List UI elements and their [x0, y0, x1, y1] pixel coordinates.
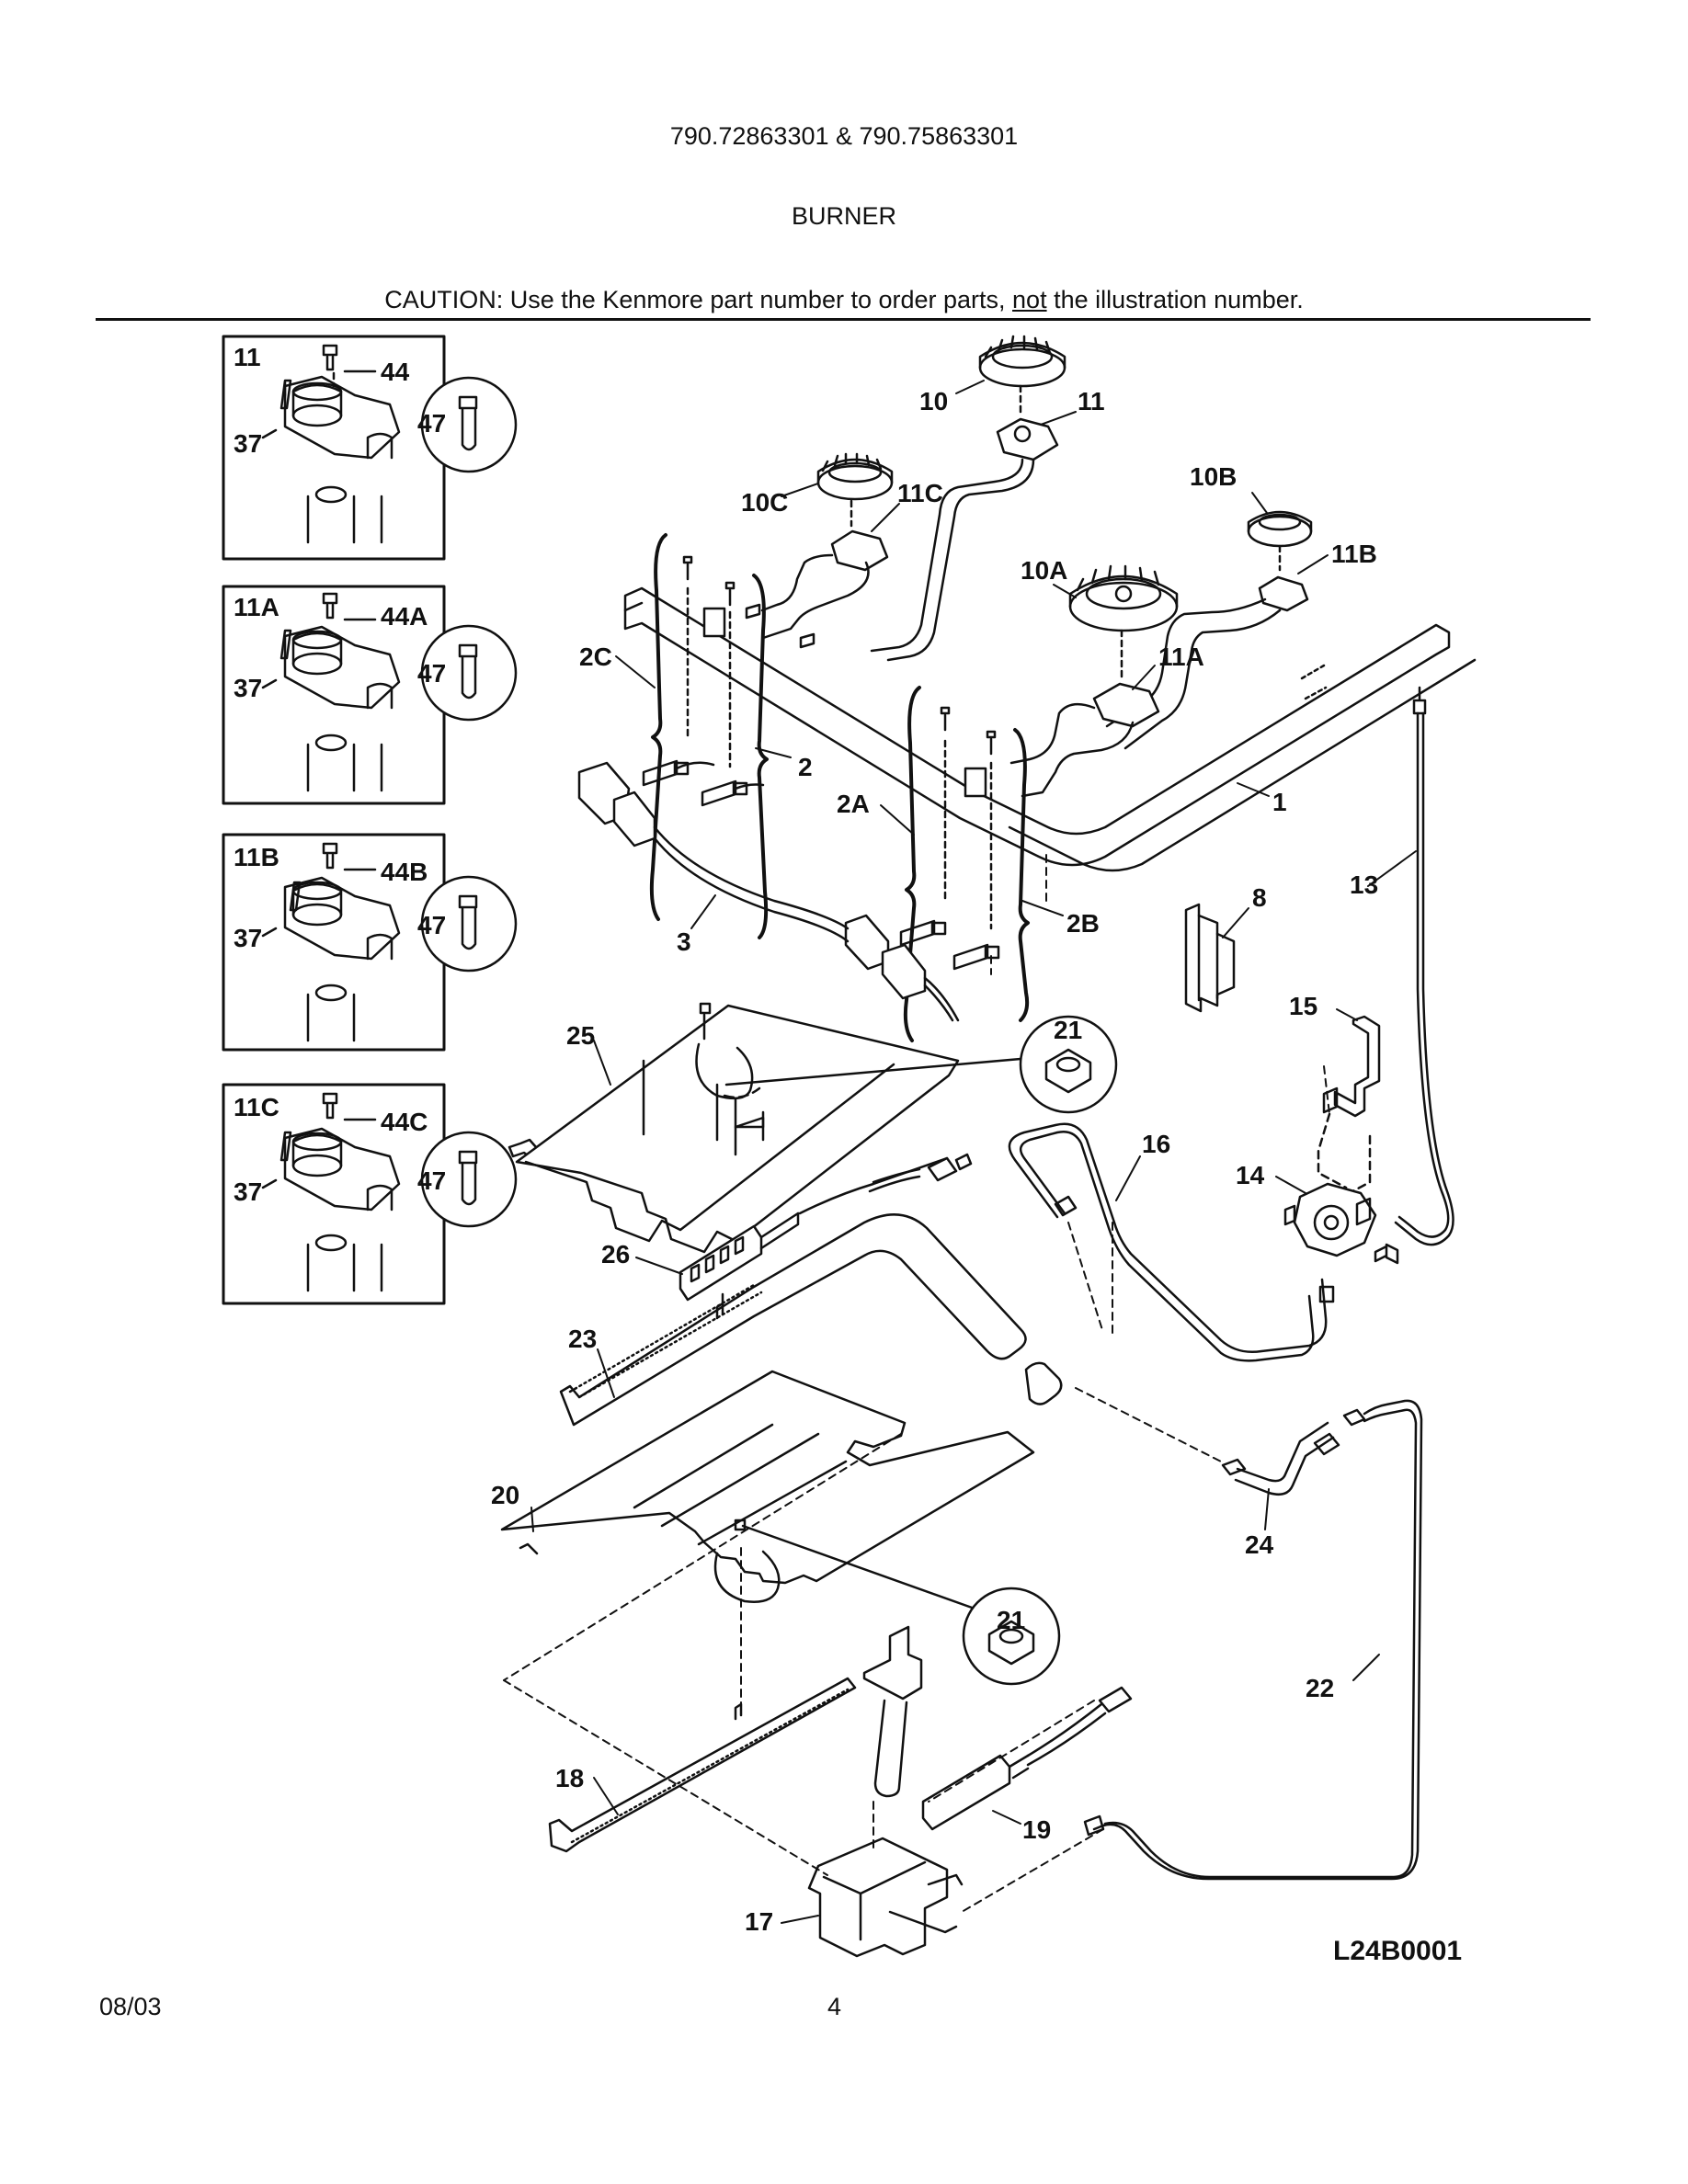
inset-bolt-11: 37 [234, 429, 262, 458]
burner-head-10c [816, 452, 894, 528]
bracket-15 [1317, 1015, 1381, 1197]
valve-group-2c-2 [642, 533, 769, 939]
caution-text-end: the illustration number. [1046, 286, 1304, 313]
callout-19: 19 [1022, 1815, 1051, 1844]
inset-bolt-11c: 37 [234, 1177, 262, 1206]
callout-2: 2 [798, 753, 813, 781]
inset-11a [222, 585, 518, 805]
callout-11c: 11C [897, 479, 943, 507]
locknut-callout-21b [741, 1524, 1061, 1686]
callout-11a: 11A [1158, 643, 1204, 671]
orifice-holder-11a [1009, 682, 1160, 798]
assembly-guide-lines [503, 854, 1330, 1913]
callout-3: 3 [677, 927, 691, 956]
igniter-19 [921, 1686, 1133, 1831]
callout-24: 24 [1245, 1530, 1274, 1559]
pressure-regulator-14 [1283, 1182, 1377, 1257]
revision-date: 08/03 [99, 1993, 162, 2020]
callout-14: 14 [1236, 1161, 1265, 1189]
burner-head-10 [978, 335, 1066, 417]
callout-16: 16 [1142, 1130, 1170, 1158]
callout-13: 13 [1350, 870, 1378, 899]
caution-text-start: CAUTION: Use the Kenmore part number to … [384, 286, 1013, 313]
inset-title-11b: 11B [234, 843, 279, 871]
inset-detail-11c: 47 [417, 1166, 446, 1195]
burner-shield-25 [508, 1002, 960, 1254]
callout-22: 22 [1306, 1674, 1334, 1702]
callout-21-upper: 21 [1054, 1016, 1082, 1044]
inset-detail-11a: 47 [417, 659, 446, 688]
bake-burner-18 [548, 1625, 923, 1853]
inset-title-11: 11 [234, 343, 261, 371]
valve-group-2a-2b [899, 686, 1030, 1042]
inset-screw-11b: 44B [381, 858, 428, 886]
model-numbers: 790.72863301 & 790.75863301 [669, 122, 1019, 150]
callout-10: 10 [919, 387, 948, 415]
locknut-callout-21a [724, 1015, 1118, 1114]
wire-harness-3 [577, 761, 960, 1022]
callout-11b: 11B [1331, 540, 1377, 568]
caution-emphasis: not [1012, 286, 1047, 313]
inset-title-11c: 11C [234, 1093, 279, 1121]
callout-26: 26 [601, 1240, 630, 1268]
leader-lines [530, 380, 1417, 1924]
callout-2b: 2B [1066, 909, 1100, 938]
callout-23: 23 [568, 1325, 597, 1353]
callout-labels: 10 11 10C 11C 10B 11B 10A 11A 2C 2 2A 2B… [491, 387, 1378, 1936]
gas-tube-16 [1008, 1122, 1335, 1362]
callout-15: 15 [1289, 992, 1317, 1020]
callout-8: 8 [1252, 883, 1267, 912]
callout-17: 17 [745, 1907, 773, 1936]
callout-21-lower: 21 [997, 1606, 1025, 1634]
callout-2a: 2A [837, 790, 870, 818]
inset-labels: 11 44 37 47 11A 44A 37 47 11B 44B 37 47 … [234, 343, 446, 1206]
callout-10a: 10A [1021, 556, 1067, 585]
inset-bolt-11b: 37 [234, 924, 262, 952]
callout-10b: 10B [1190, 462, 1237, 491]
inset-11c [222, 1083, 518, 1305]
safety-valve-17 [807, 1837, 964, 1958]
inset-screw-11: 44 [381, 358, 410, 386]
inset-detail-11b: 47 [417, 911, 446, 939]
inset-screw-11c: 44C [381, 1108, 428, 1136]
gas-tube-22 [1083, 1399, 1423, 1881]
diagram-reference-code: L24B0001 [1333, 1936, 1463, 1966]
callout-10c: 10C [741, 488, 788, 517]
header-rule [96, 318, 1591, 321]
inset-screw-11a: 44A [381, 602, 428, 631]
inset-detail-11: 47 [417, 409, 446, 438]
inset-11b [222, 833, 518, 1052]
inset-11 [222, 335, 518, 561]
orifice-holder-11b [1105, 575, 1309, 750]
igniter-26 [679, 1153, 973, 1302]
callout-18: 18 [555, 1764, 584, 1792]
burner-head-10a [1068, 564, 1179, 678]
burner-head-10b [1247, 510, 1313, 572]
elbow-fitting-24 [1221, 1421, 1340, 1496]
callout-20: 20 [491, 1481, 519, 1509]
burner-tube-23 [559, 1213, 1063, 1427]
manifold-1 [623, 586, 1477, 872]
callout-11: 11 [1078, 387, 1105, 415]
inset-title-11a: 11A [234, 593, 279, 621]
caution-note: CAUTION: Use the Kenmore part number to … [0, 286, 1688, 314]
gas-tube-13 [1374, 686, 1454, 1265]
callout-25: 25 [566, 1021, 595, 1050]
orifice-holder-11 [870, 417, 1059, 662]
callout-2c: 2C [579, 643, 612, 671]
section-title: BURNER [791, 202, 896, 230]
inset-bolt-11a: 37 [234, 674, 262, 702]
orifice-holder-11c [745, 529, 889, 649]
page-number: 4 [827, 1993, 842, 2020]
bracket-8 [1184, 903, 1236, 1013]
callout-1: 1 [1272, 788, 1287, 816]
